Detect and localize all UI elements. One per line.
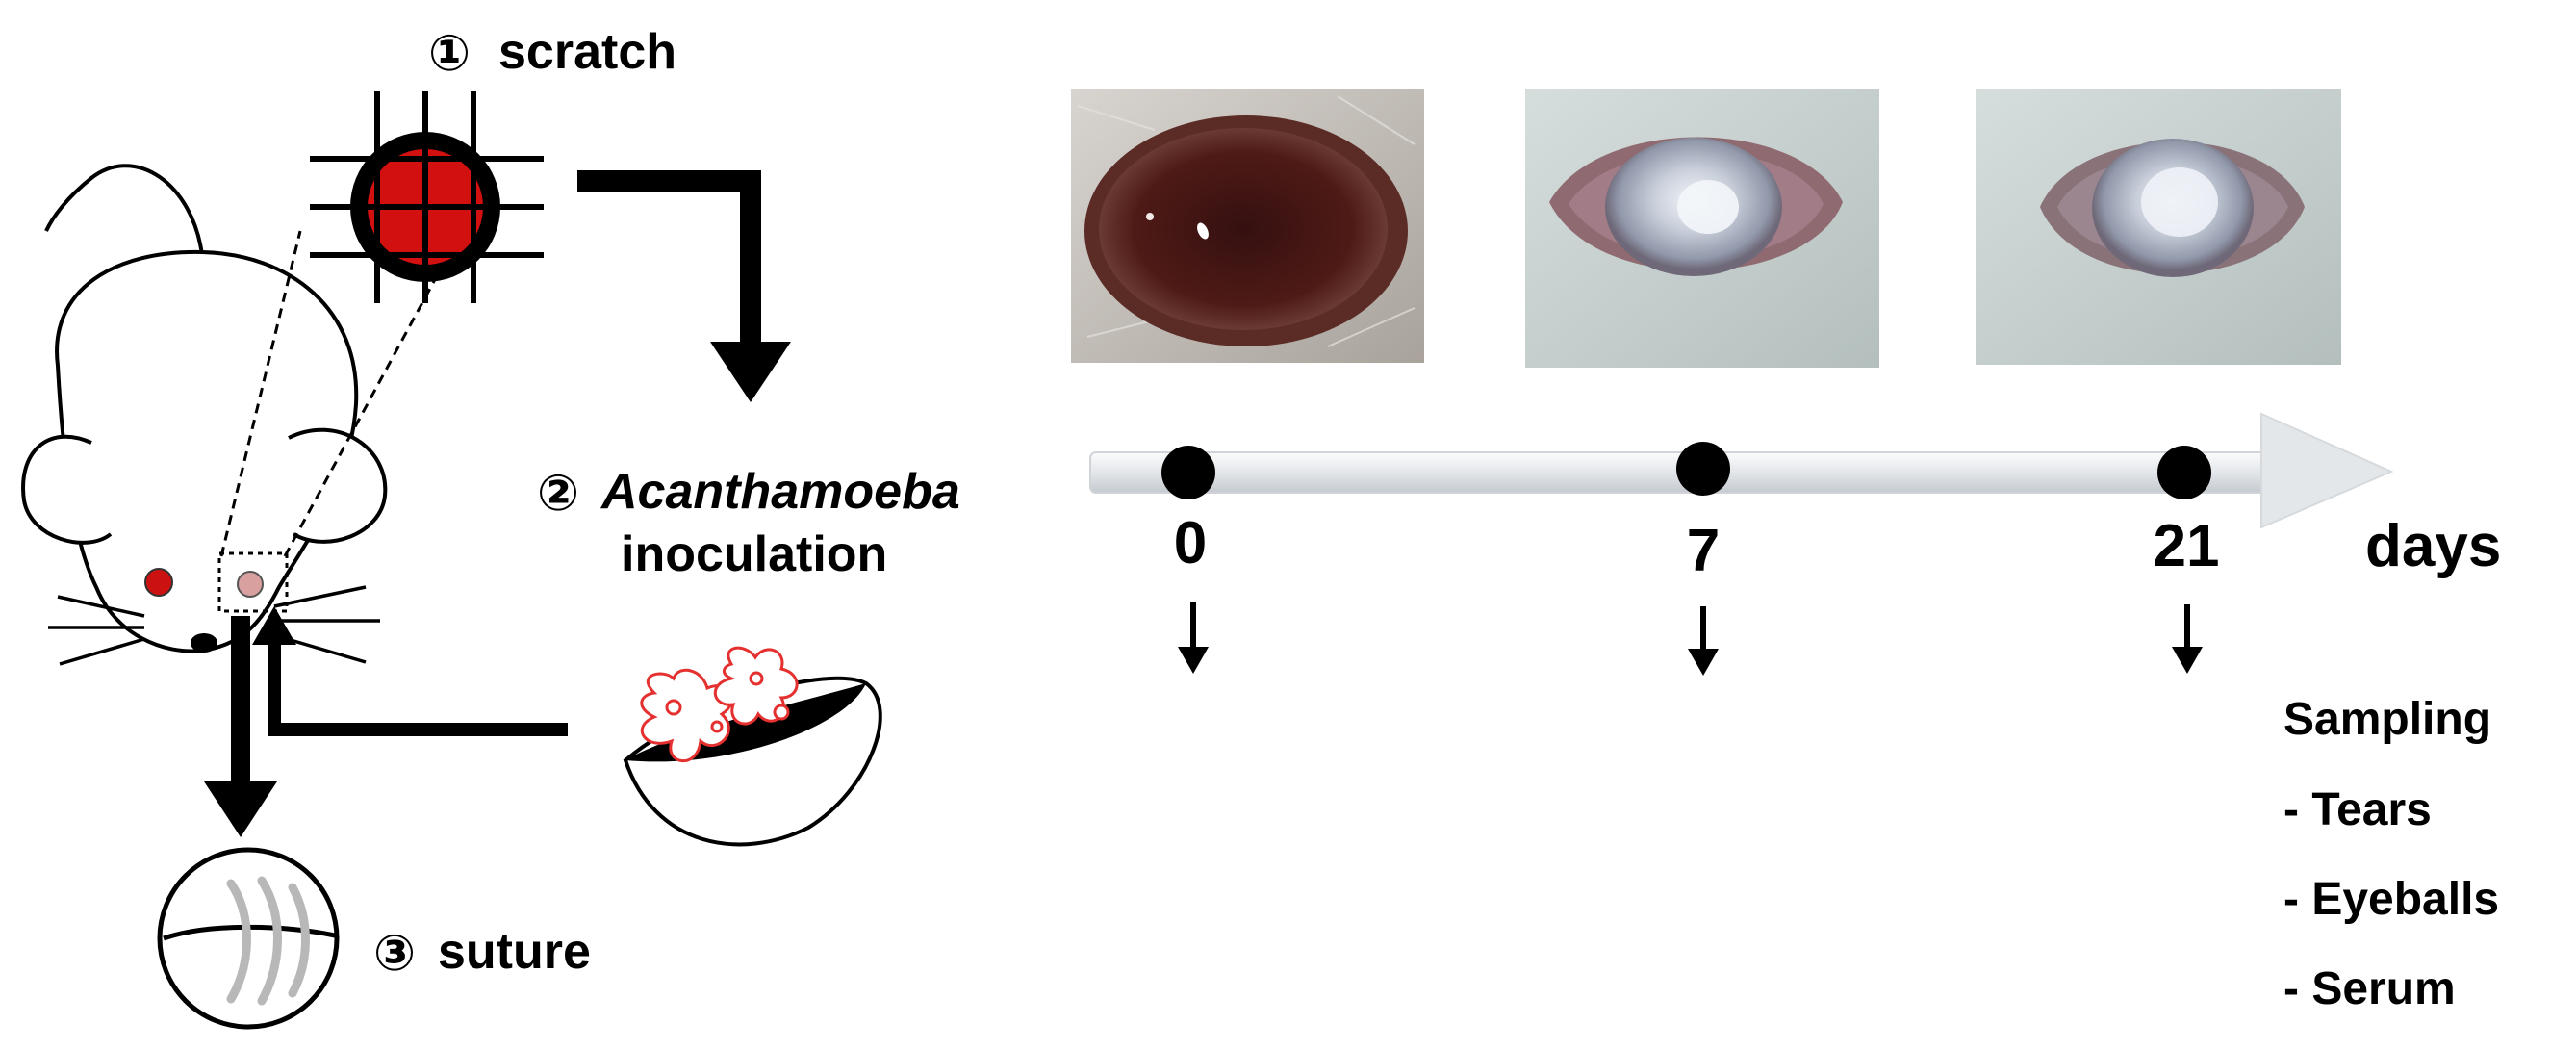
- timeline-point-day-0: [1161, 446, 1215, 499]
- step-number-inoculation: ②: [537, 466, 579, 522]
- sampling-title: Sampling: [2283, 694, 2491, 745]
- zoom-guide-left: [219, 230, 302, 557]
- sampling-item-serum: - Serum: [2283, 963, 2456, 1014]
- corneal-grid-scratch-icon: [310, 91, 544, 303]
- mouse-eye-left: [144, 568, 173, 597]
- timeline-point-day-21: [2157, 446, 2211, 499]
- day-label-0: 0: [1174, 510, 1207, 576]
- eye-zoom-box: [217, 551, 289, 613]
- step-number-suture: ③: [373, 926, 416, 982]
- timeline-point-day-7: [1676, 442, 1730, 496]
- step-label-inoculation: inoculation: [621, 526, 887, 582]
- arrow-scratch-to-inoculation: [577, 170, 791, 402]
- eye-photo-day-21: [1976, 89, 2341, 365]
- sampling-item-tears: - Tears: [2283, 784, 2432, 835]
- eye-photo-day-7: [1525, 89, 1879, 368]
- step-number-scratch: ①: [428, 26, 471, 82]
- day-label-7: 7: [1687, 518, 1720, 584]
- timeline-unit-label: days: [2365, 513, 2501, 579]
- zoom-guide-right: [283, 261, 446, 557]
- sutured-eye-icon: [157, 847, 340, 1030]
- down-arrow-icon: [1178, 602, 1209, 674]
- mouse-eye-inoculated: [237, 571, 264, 598]
- arrow-lens-to-eye: [252, 606, 568, 736]
- eye-photo-day-0: [1071, 89, 1424, 363]
- sampling-item-eyeballs: - Eyeballs: [2283, 874, 2499, 925]
- amoeba-icon: [640, 646, 799, 763]
- down-arrow-icon: [2172, 604, 2203, 674]
- step-label-scratch: scratch: [498, 24, 676, 80]
- down-arrow-icon: [1688, 606, 1719, 676]
- organism-name: Acanthamoeba: [599, 464, 960, 520]
- arrow-eye-to-suture: [204, 616, 277, 837]
- step-label-suture: suture: [438, 924, 591, 980]
- mouse-icon: [21, 164, 388, 666]
- day-label-21: 21: [2154, 513, 2220, 579]
